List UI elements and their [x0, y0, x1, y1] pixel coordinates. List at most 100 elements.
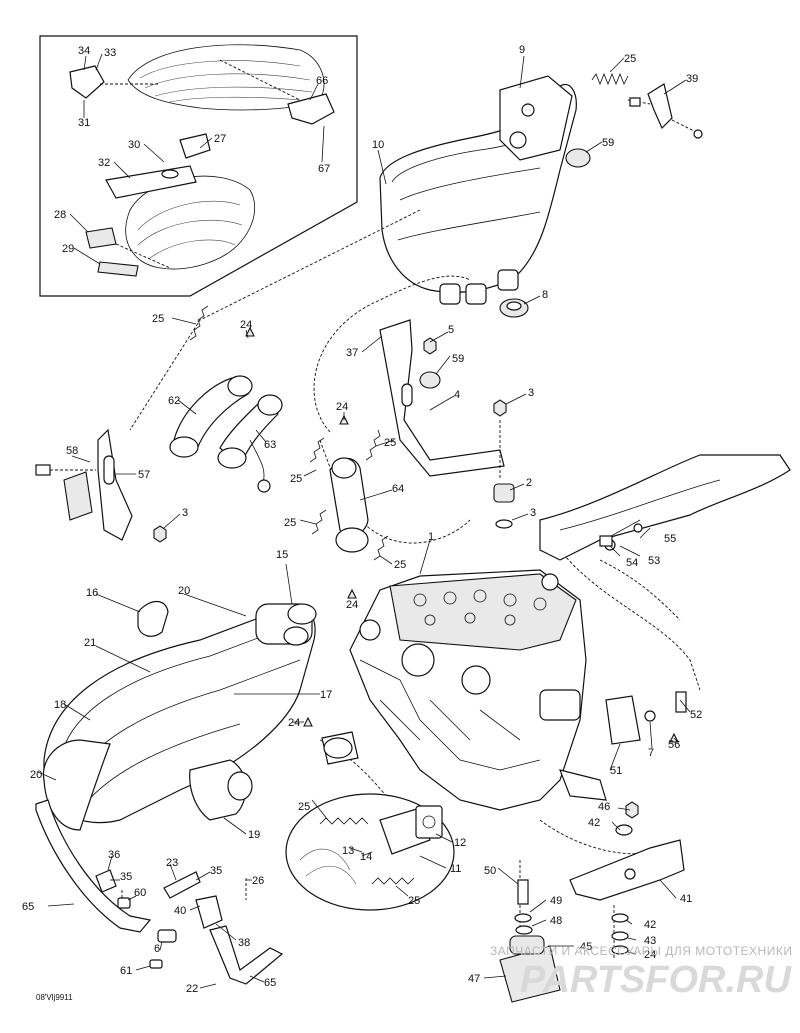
bracket-4-assembly: [379, 319, 505, 477]
callout-24: 24: [240, 319, 252, 331]
detail-circle: [285, 793, 455, 911]
spring-25-mid4: [373, 535, 389, 561]
callout-43: 43: [644, 935, 656, 947]
part-57-bracket: [97, 428, 133, 541]
callout-20: 20: [30, 769, 42, 781]
callout-3: 3: [530, 507, 536, 519]
callout-55: 55: [664, 533, 676, 545]
callout-56: 56: [668, 739, 680, 751]
callout-30: 30: [128, 139, 140, 151]
callout-59: 59: [602, 137, 614, 149]
callout-65: 65: [264, 977, 276, 989]
bracket-51-assembly: [599, 535, 687, 745]
callout-57: 57: [138, 469, 150, 481]
callout-46: 46: [598, 801, 610, 813]
callout-25: 25: [408, 895, 420, 907]
callout-7: 7: [648, 747, 654, 759]
callout-2: 2: [526, 477, 532, 489]
callout-47: 47: [468, 973, 480, 985]
callout-66: 66: [316, 75, 328, 87]
callout-14: 14: [360, 851, 372, 863]
exhaust-pipes: [169, 305, 679, 743]
callout-1: 1: [428, 531, 434, 543]
part-65-left-strap: [35, 799, 152, 933]
bracket-57-assembly: [35, 428, 167, 543]
part-2-rubber-mount: [493, 483, 515, 503]
callout-61: 61: [120, 965, 132, 977]
engine-mount-stack: [493, 399, 515, 529]
part-33-plate: [69, 65, 105, 99]
callout-26: 26: [252, 875, 264, 887]
part-21-muffler-body: [43, 605, 316, 824]
engine-mount-lower: [499, 801, 685, 1003]
callout-41: 41: [680, 893, 692, 905]
callout-24: 24: [336, 401, 348, 413]
callout-33: 33: [104, 47, 116, 59]
watermark-caption: ЗАПЧАСТИ И АКСЕССУАРЫ ДЛЯ МОТОТЕХНИКИ: [490, 944, 792, 958]
callout-12: 12: [454, 837, 466, 849]
watermark-logo: PARTSFOR.RU: [520, 959, 792, 1001]
callout-25: 25: [290, 473, 302, 485]
callout-3: 3: [528, 387, 534, 399]
part-16-shield: [137, 600, 169, 637]
callout-64: 64: [392, 483, 404, 495]
callout-45: 45: [580, 941, 592, 953]
callout-59: 59: [452, 353, 464, 365]
callout-42: 42: [588, 817, 600, 829]
callout-22: 22: [186, 983, 198, 995]
callout-42: 42: [644, 919, 656, 931]
leader-lines: [37, 53, 691, 989]
spring-25-detail-lower: [371, 877, 415, 885]
watermark: PARTSFOR.RU ЗАПЧАСТИ И АКСЕССУАРЫ ДЛЯ МО…: [490, 944, 792, 1001]
callout-27: 27: [214, 133, 226, 145]
callout-17: 17: [320, 689, 332, 701]
callout-35: 35: [210, 865, 222, 877]
part-66-plate: [287, 93, 335, 125]
callout-19: 19: [248, 829, 260, 841]
callout-25: 25: [284, 517, 296, 529]
callout-60: 60: [134, 887, 146, 899]
callout-48: 48: [550, 915, 562, 927]
callout-25: 25: [152, 313, 164, 325]
callout-25: 25: [384, 437, 396, 449]
callout-63: 63: [264, 439, 276, 451]
part-39-bracket: [647, 83, 673, 130]
callout-34: 34: [78, 45, 90, 57]
callout-67: 67: [318, 163, 330, 175]
callout-24: 24: [346, 599, 358, 611]
spring-25-mid1: [309, 437, 325, 463]
callout-54: 54: [626, 557, 638, 569]
lower-mount-parts: [35, 799, 284, 985]
callout-9: 9: [519, 44, 525, 56]
callout-62: 62: [168, 395, 180, 407]
part-59-plug-upper: [565, 148, 591, 168]
callout-5: 5: [448, 324, 454, 336]
part-28-pad: [85, 227, 117, 249]
part-59-plug-lower: [419, 371, 441, 389]
callout-4: 4: [454, 389, 460, 401]
part-27-plate: [179, 133, 211, 159]
engine-block: [349, 569, 607, 811]
callout-16: 16: [86, 587, 98, 599]
callout-24: 24: [288, 717, 300, 729]
callout-35: 35: [120, 871, 132, 883]
callout-32: 32: [98, 157, 110, 169]
callout-36: 36: [108, 849, 120, 861]
callout-25: 25: [298, 801, 310, 813]
callout-11: 11: [450, 863, 461, 875]
callout-24: 24: [644, 949, 656, 961]
callout-58: 58: [66, 445, 78, 457]
callout-6: 6: [154, 943, 160, 955]
callout-15: 15: [276, 549, 288, 561]
spring-25-top: [591, 72, 629, 86]
callout-13: 13: [342, 845, 354, 857]
part-65-right-strap: [209, 925, 284, 985]
air-silencer-assembly: [379, 72, 703, 318]
callout-18: 18: [54, 699, 66, 711]
callout-23: 23: [166, 857, 178, 869]
callout-52: 52: [690, 709, 702, 721]
callout-28: 28: [54, 209, 66, 221]
part-4-bracket: [379, 319, 505, 477]
callout-65: 65: [22, 901, 34, 913]
